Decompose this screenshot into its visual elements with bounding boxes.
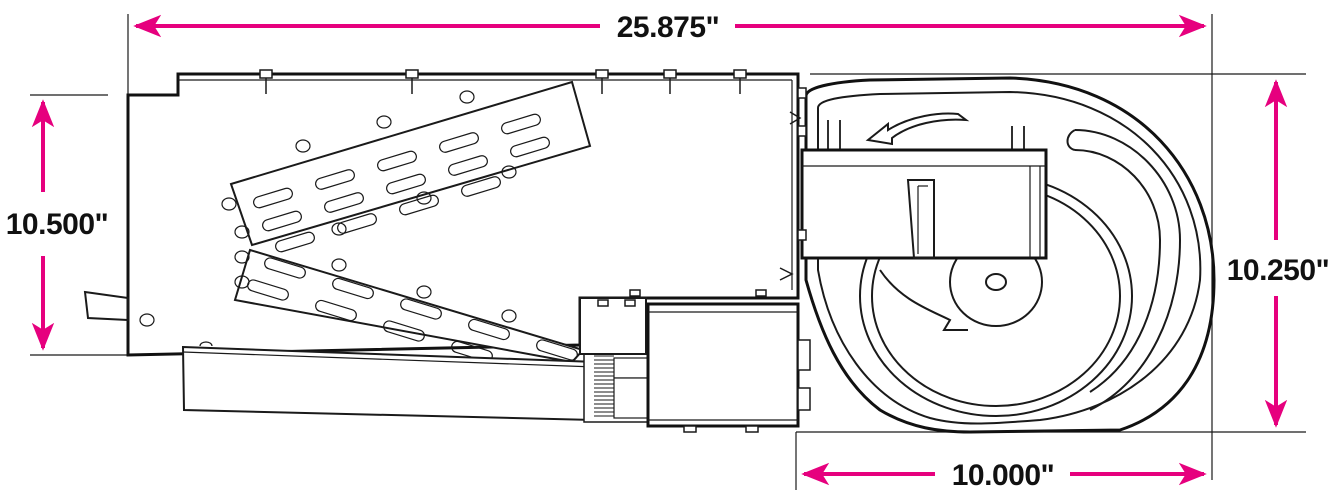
vent-slot bbox=[377, 150, 417, 172]
vent-hole bbox=[221, 197, 237, 211]
vent-slot bbox=[275, 231, 315, 253]
blower-width-dimension: 10.000" bbox=[801, 459, 1207, 492]
vent-slot bbox=[510, 136, 550, 158]
vent-hole bbox=[234, 275, 250, 289]
heat-sink bbox=[583, 351, 668, 423]
vent-hole bbox=[416, 191, 432, 205]
overall-width-dimension: 25.875" bbox=[133, 11, 1207, 44]
vent-hole bbox=[331, 258, 347, 272]
vent-hole bbox=[501, 165, 517, 179]
heat-exchanger-upper bbox=[229, 80, 592, 253]
overall-width-label: 25.875" bbox=[617, 11, 719, 44]
vent-slot bbox=[253, 187, 293, 209]
vent-slot bbox=[332, 277, 374, 300]
left-height-dimension: 10.500" bbox=[6, 99, 109, 351]
vent-hole bbox=[331, 222, 347, 236]
vent-slot bbox=[383, 320, 425, 342]
vent-slot bbox=[324, 192, 364, 213]
vent-hole bbox=[295, 139, 311, 153]
left-height-label: 10.500" bbox=[6, 208, 108, 241]
vent-slot bbox=[468, 318, 510, 341]
vent-hole bbox=[459, 90, 475, 104]
vent-hole bbox=[501, 309, 517, 323]
right-height-dimension: 10.250" bbox=[1227, 79, 1330, 428]
vent-hole bbox=[234, 250, 250, 264]
right-height-label: 10.250" bbox=[1227, 254, 1329, 287]
vent-slot bbox=[337, 213, 377, 234]
vent-slot bbox=[264, 257, 306, 279]
blower-assembly bbox=[779, 76, 1216, 434]
vent-slot bbox=[315, 169, 355, 190]
vent-slot bbox=[315, 299, 357, 322]
vent-hole bbox=[416, 285, 432, 299]
vent-hole bbox=[376, 115, 392, 129]
vent-hole bbox=[139, 313, 155, 327]
vent-slot bbox=[247, 279, 289, 301]
vent-slot bbox=[501, 113, 541, 135]
vent-slot bbox=[400, 298, 442, 320]
vent-holes bbox=[139, 90, 517, 327]
vent-slot bbox=[262, 210, 302, 232]
vent-hole bbox=[234, 225, 250, 239]
vent-slot bbox=[461, 176, 501, 197]
vent-slot bbox=[386, 173, 426, 195]
control-box bbox=[579, 289, 811, 433]
mounting-clips bbox=[259, 69, 747, 94]
vent-slot bbox=[439, 132, 479, 153]
vent-slot bbox=[536, 339, 578, 361]
blower-width-label: 10.000" bbox=[952, 459, 1054, 492]
vent-slot bbox=[448, 155, 488, 176]
